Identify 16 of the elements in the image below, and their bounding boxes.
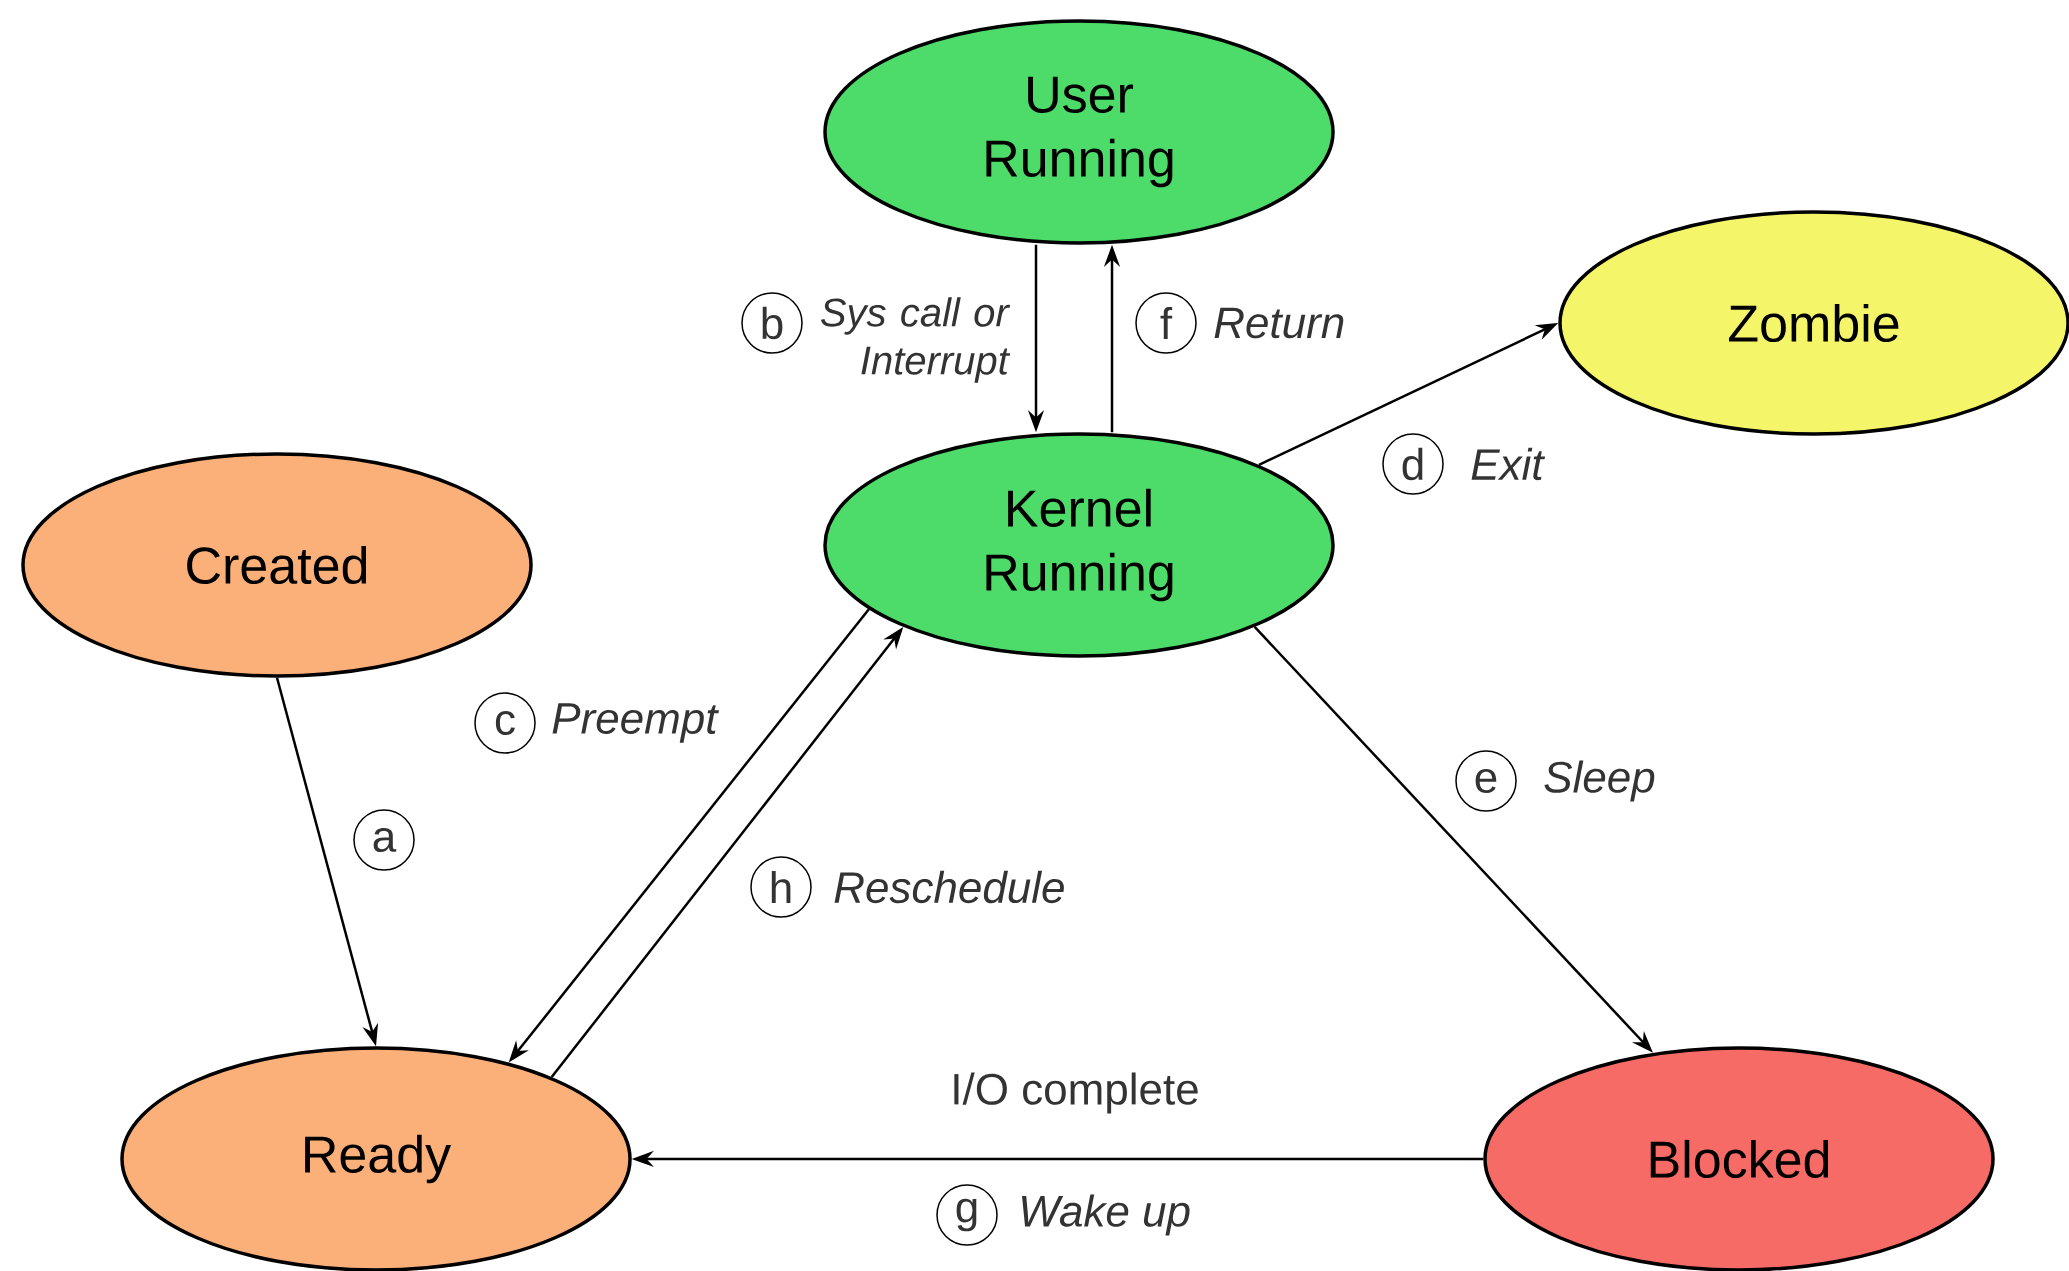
edge-label: Exit — [1467, 444, 1547, 484]
circled-letter: f — [1135, 292, 1197, 354]
circled-letter: b — [741, 292, 803, 354]
circled-letter: e — [1455, 750, 1517, 812]
edge-label: Return — [1210, 304, 1349, 342]
edge-label: I/O complete — [947, 1069, 1203, 1117]
circled-letter: d — [1382, 433, 1444, 495]
edge-label: Sleep — [1540, 757, 1659, 805]
edge-label: Reschedule — [830, 867, 1069, 907]
edge-label: Preempt — [548, 700, 721, 746]
edge-label: Sys call or Interrupt — [805, 294, 1012, 386]
circled-letter: h — [750, 856, 812, 918]
text-label: Wake up — [1022, 1194, 1190, 1236]
circled-letter: c — [474, 692, 536, 754]
circled-letter: g — [936, 1184, 998, 1246]
circled-letter: a — [353, 809, 415, 871]
